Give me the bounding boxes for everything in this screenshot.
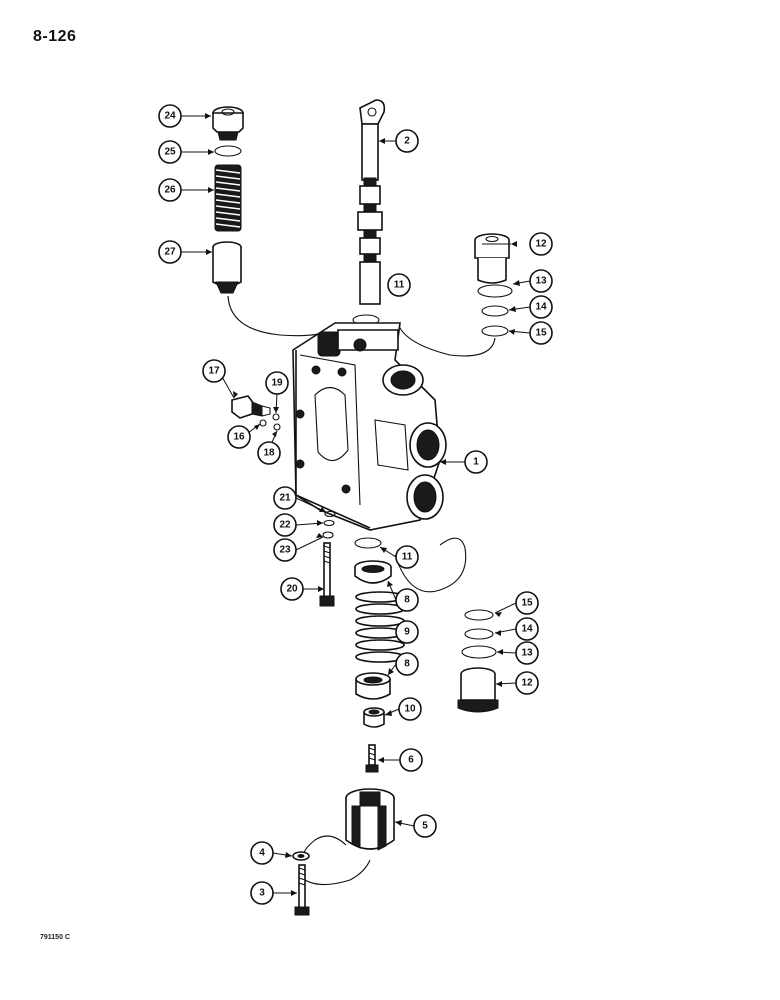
svg-text:12: 12	[521, 678, 533, 689]
callout-1: 1	[464, 450, 488, 474]
callout-26: 26	[158, 178, 182, 202]
svg-text:12: 12	[535, 239, 547, 250]
plug-12-lower	[457, 667, 499, 713]
svg-text:13: 13	[521, 648, 533, 659]
svg-text:11: 11	[402, 552, 413, 563]
svg-text:25: 25	[164, 147, 176, 158]
callout-27: 27	[158, 240, 182, 264]
svg-text:14: 14	[521, 624, 533, 635]
svg-text:8: 8	[404, 659, 410, 670]
page-number: 8-126	[33, 28, 77, 45]
o-ring-15-lower	[464, 609, 494, 621]
callout-2: 2	[395, 129, 419, 153]
svg-text:17: 17	[208, 366, 220, 377]
callout-12-lower: 12	[515, 671, 539, 695]
poppet-27	[212, 241, 242, 294]
svg-text:26: 26	[164, 185, 176, 196]
valve-section-housing-1	[292, 322, 447, 531]
callout-8-lower: 8	[395, 652, 419, 676]
callout-11-upper: 11	[387, 273, 411, 297]
spool-2	[357, 99, 386, 305]
svg-text:22: 22	[279, 520, 291, 531]
callout-22: 22	[273, 513, 297, 537]
washer-22	[323, 519, 335, 527]
o-ring-13-upper	[477, 284, 513, 298]
svg-text:24: 24	[164, 111, 176, 122]
callout-6: 6	[399, 748, 423, 772]
svg-text:11: 11	[394, 280, 405, 291]
svg-text:16: 16	[233, 432, 245, 443]
svg-text:13: 13	[535, 276, 547, 287]
o-ring-11-lower	[354, 537, 382, 549]
callout-14-upper: 14	[529, 295, 553, 319]
svg-text:23: 23	[279, 545, 291, 556]
spring-seat-8-upper	[354, 560, 392, 584]
svg-text:14: 14	[535, 302, 547, 313]
backup-ring-14-lower	[464, 628, 494, 640]
figure-code: 791150 C	[40, 934, 70, 941]
callout-11-lower: 11	[395, 545, 419, 569]
callout-21: 21	[273, 486, 297, 510]
callout-13-upper: 13	[529, 269, 553, 293]
svg-text:6: 6	[408, 755, 414, 766]
svg-text:19: 19	[271, 378, 283, 389]
callout-8-upper: 8	[395, 588, 419, 612]
callout-20: 20	[280, 577, 304, 601]
svg-text:21: 21	[279, 493, 291, 504]
svg-text:27: 27	[164, 247, 176, 258]
o-ring-19	[272, 413, 280, 421]
svg-text:10: 10	[404, 704, 416, 715]
bolt-6	[365, 744, 379, 773]
tie-bolt-20	[319, 542, 335, 607]
washer-4	[292, 851, 310, 861]
svg-text:3: 3	[259, 888, 265, 899]
o-ring-13-lower	[461, 645, 497, 659]
spring-26	[214, 164, 242, 232]
callout-15-lower: 15	[515, 591, 539, 615]
callout-13-lower: 13	[515, 641, 539, 665]
callout-12-upper: 12	[529, 232, 553, 256]
svg-text:20: 20	[286, 584, 298, 595]
svg-text:8: 8	[404, 595, 410, 606]
svg-text:1: 1	[473, 457, 479, 468]
backup-ring-14-upper	[481, 305, 509, 317]
bolt-3	[294, 864, 310, 916]
callout-10: 10	[398, 697, 422, 721]
o-ring-23	[322, 531, 334, 539]
svg-text:15: 15	[521, 598, 533, 609]
spring-seat-8-lower	[355, 672, 391, 700]
callout-19: 19	[265, 371, 289, 395]
callout-14-lower: 14	[515, 617, 539, 641]
cap-5	[345, 788, 395, 851]
plug-17	[231, 395, 271, 419]
o-ring-25	[214, 145, 242, 157]
o-ring-16	[259, 419, 267, 427]
svg-text:15: 15	[535, 328, 547, 339]
svg-text:18: 18	[263, 448, 275, 459]
callout-24: 24	[158, 104, 182, 128]
plug-24	[212, 106, 244, 141]
callout-9: 9	[395, 620, 419, 644]
plug-12-upper	[474, 233, 510, 284]
callout-23: 23	[273, 538, 297, 562]
o-ring-18	[273, 423, 281, 431]
o-ring-15-upper	[481, 325, 509, 337]
svg-text:4: 4	[259, 848, 265, 859]
callout-15-upper: 15	[529, 321, 553, 345]
callout-3: 3	[250, 881, 274, 905]
callout-4: 4	[250, 841, 274, 865]
callout-5: 5	[413, 814, 437, 838]
spacer-10	[363, 707, 385, 728]
nut-21	[324, 510, 336, 518]
svg-text:2: 2	[404, 136, 410, 147]
callout-17: 17	[202, 359, 226, 383]
callout-16: 16	[227, 425, 251, 449]
svg-text:9: 9	[404, 627, 410, 638]
callout-25: 25	[158, 140, 182, 164]
svg-text:5: 5	[422, 821, 428, 832]
callout-18: 18	[257, 441, 281, 465]
